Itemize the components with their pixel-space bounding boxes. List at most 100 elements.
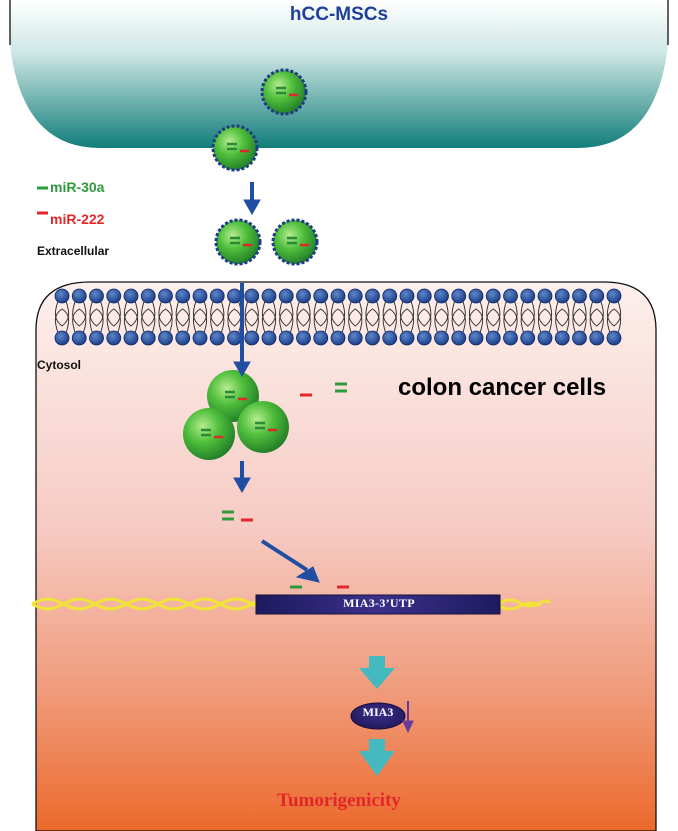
lipid-tail xyxy=(434,300,449,327)
down-regulation-arrow xyxy=(402,701,414,734)
lipid-head xyxy=(175,330,191,346)
lipid-head xyxy=(382,288,398,304)
lipid-tail xyxy=(399,300,415,327)
lipid-tail xyxy=(141,308,156,334)
lipid-head xyxy=(330,288,346,304)
lipid-tail xyxy=(382,308,397,334)
lipid-head xyxy=(209,288,225,304)
legend-label-mir-222: miR-222 xyxy=(50,211,105,227)
lipid-head xyxy=(244,330,260,346)
lipid-tail xyxy=(468,300,484,327)
lipid-head xyxy=(54,330,70,346)
lipid-head xyxy=(554,330,570,346)
free-mirna-released xyxy=(222,510,253,522)
lipid-bilayer-membrane xyxy=(54,288,622,346)
lipid-head xyxy=(503,330,518,346)
mrna-strand xyxy=(31,597,552,611)
lipid-head xyxy=(71,288,87,304)
lipid-tail xyxy=(451,300,466,327)
lipid-tail xyxy=(606,308,622,334)
lipid-head xyxy=(278,288,294,304)
lipid-head xyxy=(589,288,605,304)
lipid-head xyxy=(140,330,156,346)
lipid-head xyxy=(244,288,260,304)
lipid-tail xyxy=(451,308,466,334)
lipid-head xyxy=(537,330,553,346)
lipid-head xyxy=(158,288,173,304)
lipid-tail xyxy=(348,300,363,327)
lipid-head xyxy=(572,288,587,304)
exosome xyxy=(260,68,308,116)
lipid-tail xyxy=(244,308,259,334)
lipid-head xyxy=(365,288,380,304)
lipid-tail xyxy=(54,300,70,327)
lipid-head xyxy=(54,288,70,304)
lipid-head xyxy=(520,288,536,304)
exosome xyxy=(214,218,262,266)
lipid-tail xyxy=(210,300,225,327)
exosome xyxy=(237,401,289,453)
lipid-tail xyxy=(279,308,294,334)
lipid-tail xyxy=(399,308,415,334)
lipid-head xyxy=(123,330,139,346)
lipid-tail xyxy=(296,300,311,327)
lipid-head xyxy=(158,330,173,346)
lipid-tail xyxy=(520,300,535,327)
lipid-head xyxy=(537,288,553,304)
lipid-head xyxy=(451,330,467,346)
lipid-head xyxy=(278,330,294,346)
lipid-tail xyxy=(606,300,622,327)
lipid-head xyxy=(416,330,432,346)
lipid-head xyxy=(71,330,87,346)
uptake-arrows xyxy=(233,182,320,583)
lipid-tail xyxy=(210,308,225,334)
lipid-tail xyxy=(261,300,277,327)
lipid-head xyxy=(261,330,277,346)
lipid-tail xyxy=(313,300,328,327)
lipid-tail xyxy=(158,308,173,334)
lipid-head xyxy=(434,288,449,304)
donor-cell-title: hCC-MSCs xyxy=(289,4,389,25)
lipid-tail xyxy=(123,300,139,327)
lipid-tail xyxy=(244,300,259,327)
lipid-head xyxy=(468,330,484,346)
lipid-head xyxy=(296,288,311,304)
lipid-head xyxy=(399,330,415,346)
exosome xyxy=(211,124,259,172)
lipid-head xyxy=(485,330,501,346)
lipid-tail xyxy=(175,308,190,334)
lipid-head xyxy=(227,330,242,346)
exosome xyxy=(183,408,235,460)
lipid-head xyxy=(347,330,363,346)
lipid-tail xyxy=(468,308,484,334)
lipid-head xyxy=(192,330,208,346)
lipid-tail xyxy=(503,308,518,334)
outcome-label: Tumorigenicity xyxy=(277,790,401,811)
lipid-head xyxy=(606,288,622,304)
lipid-tail xyxy=(365,308,380,334)
protein-label: MIA3 xyxy=(362,705,394,719)
lipid-tail xyxy=(572,300,587,327)
lipid-tail xyxy=(348,308,363,334)
extracellular-label: Extracellular xyxy=(37,244,110,258)
lipid-head xyxy=(365,330,380,346)
lipid-tail xyxy=(123,308,139,334)
lipid-head xyxy=(416,288,432,304)
exosome xyxy=(271,218,319,266)
lipid-tail xyxy=(175,300,190,327)
lipid-tail xyxy=(72,308,87,334)
lipid-head xyxy=(140,288,156,304)
lipid-head xyxy=(485,288,501,304)
lipid-head xyxy=(313,288,329,304)
lipid-head xyxy=(606,330,622,346)
lipid-tail xyxy=(72,300,87,327)
lipid-tail xyxy=(158,300,173,327)
lipid-head xyxy=(434,330,449,346)
lipid-tail xyxy=(537,308,553,334)
lipid-tail xyxy=(89,300,104,327)
recipient-cell-body xyxy=(35,281,657,831)
lipid-head xyxy=(520,330,536,346)
lipid-tail xyxy=(520,308,535,334)
mia3-utr-box xyxy=(255,594,501,615)
